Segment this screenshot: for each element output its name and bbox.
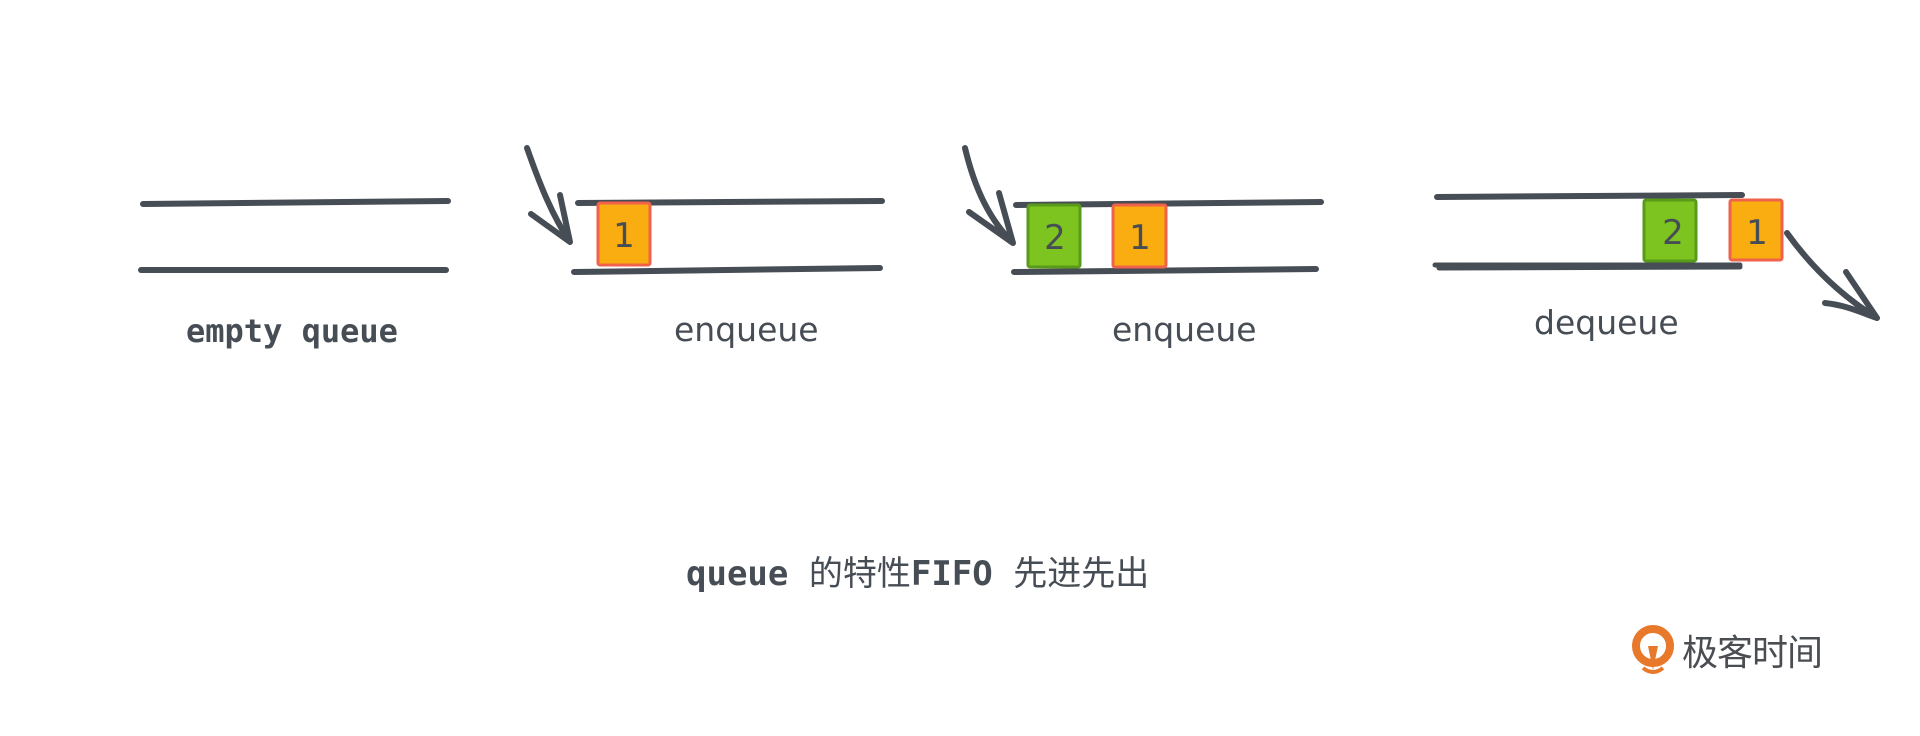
queue-top-line [1434,192,1745,200]
item-number: 2 [1662,213,1684,253]
geektime-logo-icon [1632,625,1674,674]
logo: 极客时间 [1630,624,1823,676]
dequeue-arrow-icon [1784,230,1880,321]
enqueue-arrow-icon [524,145,573,245]
queue-item-1: 1 [596,201,652,267]
enqueue-arrow-icon [962,145,1016,246]
caption-acronym: FIFO [910,554,993,594]
queue-top-line [140,198,451,207]
panel-dequeue: 2 1 [1432,192,1880,321]
queue-item-2: 2 [1642,198,1698,263]
item-number: 1 [1746,213,1768,253]
panel-label-empty-queue: empty queue [186,312,398,350]
panel-enqueue-2: 2 1 [962,145,1324,275]
panel-label-enqueue: enqueue [674,310,819,349]
caption-tail: 先进先出 [1013,554,1150,594]
queue-bottom-line [1011,266,1319,275]
logo-text: 极客时间 [1682,633,1823,674]
queue-bottom-line [571,265,883,275]
panel-label-dequeue: dequeue [1534,303,1679,342]
item-number: 1 [1129,218,1151,258]
panel-label-enqueue: enqueue [1112,310,1257,349]
item-number: 1 [613,216,635,256]
panel-empty-queue [138,198,451,273]
queue-item-1: 1 [1728,198,1784,262]
item-number: 2 [1044,218,1066,258]
queue-item-2: 2 [1026,203,1082,269]
queue-bottom-line [1432,262,1743,271]
queue-item-1: 1 [1111,203,1168,269]
caption-word: queue [686,554,789,594]
caption-middle: 的特性 [808,554,911,594]
caption: queue 的特性FIFO 先进先出 [686,546,1149,595]
panel-enqueue-1: 1 [524,145,885,275]
